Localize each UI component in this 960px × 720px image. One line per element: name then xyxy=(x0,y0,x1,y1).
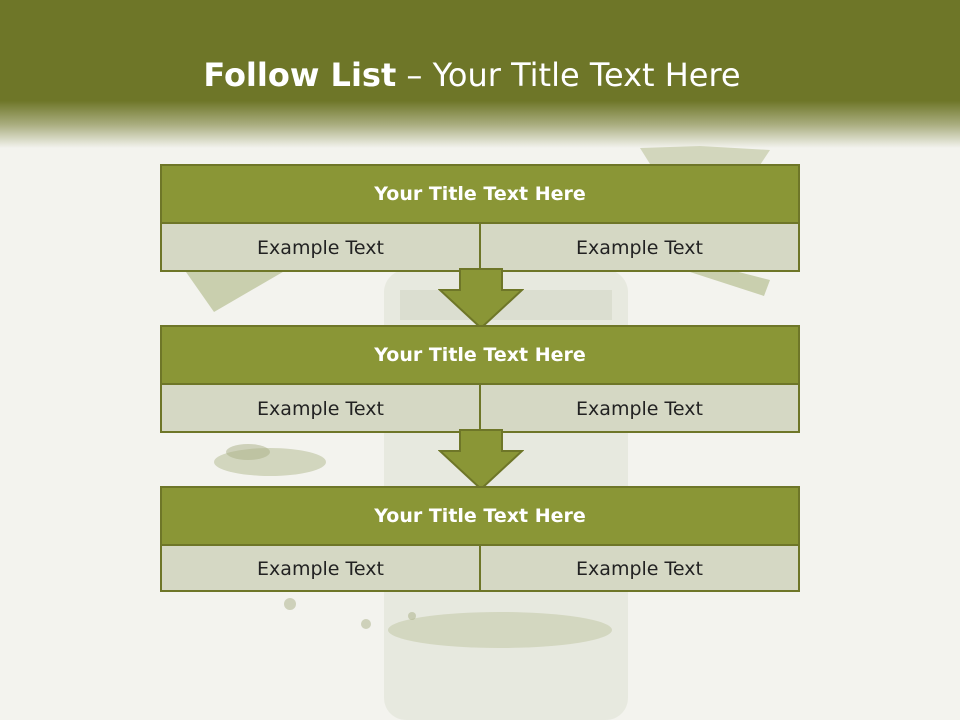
step-3-left-text: Example Text xyxy=(257,558,384,580)
step-2-right-text: Example Text xyxy=(479,385,798,433)
step-box-3: Your Title Text Here Example Text Exampl… xyxy=(160,486,800,592)
step-2-left-text: Example Text xyxy=(257,398,384,420)
step-1-right-text: Example Text xyxy=(479,224,798,272)
down-arrow-icon xyxy=(438,268,524,330)
step-title-3: Your Title Text Here xyxy=(162,488,798,546)
step-title-1: Your Title Text Here xyxy=(162,166,798,224)
powder-spill-bottom xyxy=(388,612,612,648)
down-arrow-icon xyxy=(438,429,524,491)
slide-title-rest: – Your Title Text Here xyxy=(396,56,741,94)
slide-title-bold: Follow List xyxy=(203,56,397,94)
step-1-left-text: Example Text xyxy=(257,237,384,259)
step-title-2: Your Title Text Here xyxy=(162,327,798,385)
step-3-right-text: Example Text xyxy=(479,546,798,592)
header-band xyxy=(0,0,960,148)
step-box-2: Your Title Text Here Example Text Exampl… xyxy=(160,325,800,433)
slide-title: Follow List – Your Title Text Here xyxy=(0,52,944,98)
step-box-1: Your Title Text Here Example Text Exampl… xyxy=(160,164,800,272)
